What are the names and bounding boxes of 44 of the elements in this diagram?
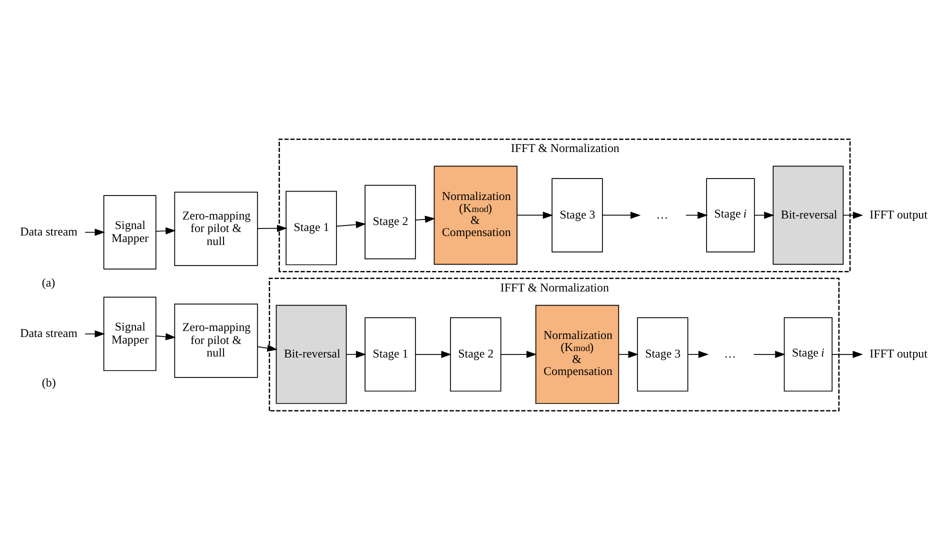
node-box: Stage 2 <box>450 316 502 392</box>
node-text: … <box>724 346 736 360</box>
arrow <box>415 350 452 358</box>
node-text: … <box>656 206 668 221</box>
node-box: Stage 3 <box>552 178 603 252</box>
arrow <box>842 211 864 218</box>
arrow <box>84 228 106 236</box>
arrow <box>602 211 641 218</box>
arrow <box>754 211 774 218</box>
node-box: Signal Mapper <box>103 194 156 269</box>
node-box: Stage 3 <box>637 316 688 392</box>
node-box: Stage i <box>706 178 755 252</box>
arrow <box>685 211 708 218</box>
arrow <box>84 330 106 337</box>
arrow <box>500 350 537 358</box>
arrow <box>753 350 786 358</box>
arrow <box>832 350 863 358</box>
node-box: Stage 1 <box>286 190 337 265</box>
node-box: Stage 1 <box>364 316 416 392</box>
arrow <box>156 226 176 234</box>
node-box: Normalization (Kmod) & Compensation <box>434 165 518 264</box>
node-text: IFFT output <box>870 206 928 221</box>
label: (b) <box>42 375 56 390</box>
node-box: Signal Mapper <box>103 296 156 371</box>
arrow <box>516 211 554 218</box>
arrow <box>688 350 709 358</box>
arrow <box>257 224 288 232</box>
node-text: IFFT output <box>870 346 928 360</box>
label: (a) <box>42 275 56 290</box>
arrow <box>346 350 366 358</box>
arrow <box>336 220 366 228</box>
node-box: Bit-reversal <box>276 304 347 404</box>
node-box: Zero-mapping for pilot & null <box>174 303 258 378</box>
node-box: Stage i <box>784 316 833 392</box>
arrow <box>257 344 278 352</box>
node-text: Data stream <box>20 224 78 238</box>
arrow <box>618 350 638 358</box>
node-box: Stage 2 <box>364 184 416 259</box>
node-box: Zero-mapping for pilot & null <box>174 191 258 266</box>
arrow <box>415 215 436 222</box>
node-box: Bit-reversal <box>772 165 844 264</box>
node-box: Normalization (Kmod) & Compensation <box>535 304 620 404</box>
arrow <box>156 332 176 340</box>
node-text: Data stream <box>20 326 78 340</box>
